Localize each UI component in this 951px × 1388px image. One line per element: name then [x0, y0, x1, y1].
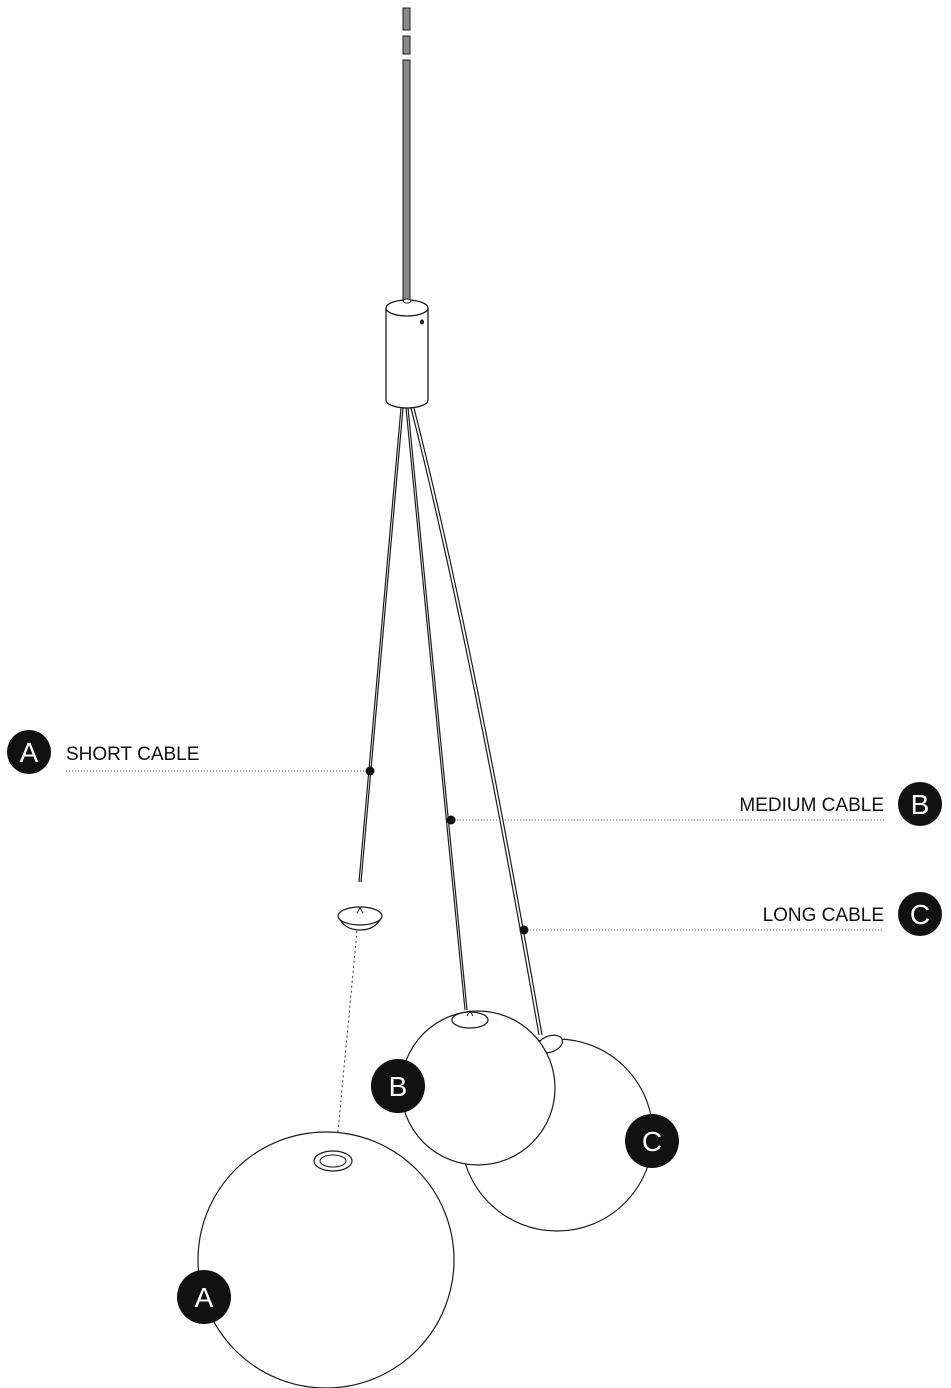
globe-badge-b: B: [371, 1059, 425, 1113]
callout-c-label: LONG CABLE: [763, 905, 884, 926]
medium-cable: [405, 407, 466, 1011]
callout-c-letter: C: [910, 899, 930, 930]
callout-a-letter: A: [20, 737, 39, 768]
dotted-guide-a: [335, 930, 358, 1153]
globe-badge-a: A: [177, 1270, 231, 1324]
short-cable: [358, 407, 402, 883]
suspension-rod: [402, 7, 411, 301]
cables: [358, 407, 543, 1036]
canopy-cylinder: [385, 298, 429, 409]
long-cable: [410, 407, 540, 1036]
detached-cap-a: [337, 906, 383, 931]
globe-a: [197, 1131, 455, 1388]
globe-badge-c: C: [625, 1114, 679, 1168]
callout-medium-cable: B MEDIUM CABLE: [446, 782, 942, 826]
globe-b: [400, 1010, 556, 1166]
callout-b-letter: B: [911, 789, 930, 820]
globe-b-letter: B: [389, 1071, 408, 1102]
globe-c-letter: C: [642, 1126, 662, 1157]
callout-long-cable: C LONG CABLE: [519, 892, 942, 936]
callout-b-label: MEDIUM CABLE: [739, 795, 884, 816]
callout-a-label: SHORT CABLE: [66, 744, 199, 765]
globe-a-letter: A: [195, 1282, 214, 1313]
callout-short-cable: A SHORT CABLE: [7, 730, 375, 776]
